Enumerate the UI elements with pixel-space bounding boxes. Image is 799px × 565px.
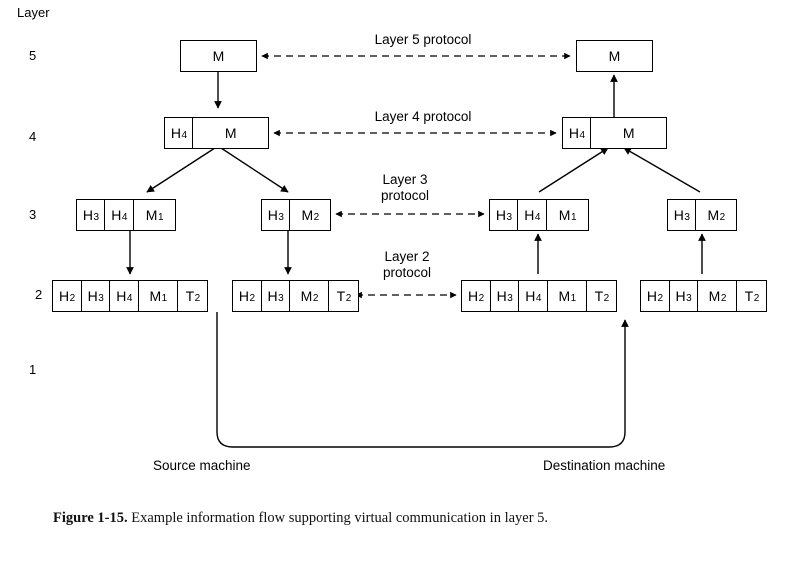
layer-label-3: 3 — [29, 207, 37, 222]
machine-label-source: Source machine — [153, 458, 251, 473]
protocol-label-layer3: Layer 3 protocol — [350, 172, 460, 204]
layer-label-4: 4 — [29, 129, 37, 144]
protocol-label-layer3-line2: protocol — [380, 188, 430, 203]
packet-source-layer5: M — [180, 40, 257, 72]
protocol-label-layer2: Layer 2 protocol — [352, 249, 462, 281]
packet-cell: M — [591, 118, 666, 148]
layer-label-2: 2 — [35, 287, 43, 302]
packet-cell: M — [181, 41, 256, 71]
protocol-label-layer2-line1: Layer 2 — [384, 249, 430, 264]
figure-caption: Figure 1-15. Example information flow su… — [53, 508, 743, 528]
figure-caption-number: Figure 1-15. — [53, 510, 128, 526]
packet-cell: M — [193, 118, 268, 148]
axis-title-layer: Layer — [17, 5, 50, 20]
protocol-label-layer4-line1: Layer 4 protocol — [374, 109, 472, 124]
packet-destination-layer5: M — [576, 40, 653, 72]
protocol-label-layer5-line1: Layer 5 protocol — [374, 32, 472, 47]
figure-caption-text: Example information flow supporting virt… — [127, 510, 549, 526]
layer-label-1: 1 — [29, 362, 37, 377]
packet-cell: M — [577, 41, 652, 71]
layer-label-5: 5 — [29, 48, 37, 63]
protocol-label-layer5: Layer 5 protocol — [358, 32, 488, 48]
protocol-label-layer4: Layer 4 protocol — [358, 109, 488, 125]
protocol-label-layer2-line2: protocol — [382, 265, 432, 280]
machine-label-destination: Destination machine — [543, 458, 666, 473]
protocol-label-layer3-line1: Layer 3 — [382, 172, 428, 187]
